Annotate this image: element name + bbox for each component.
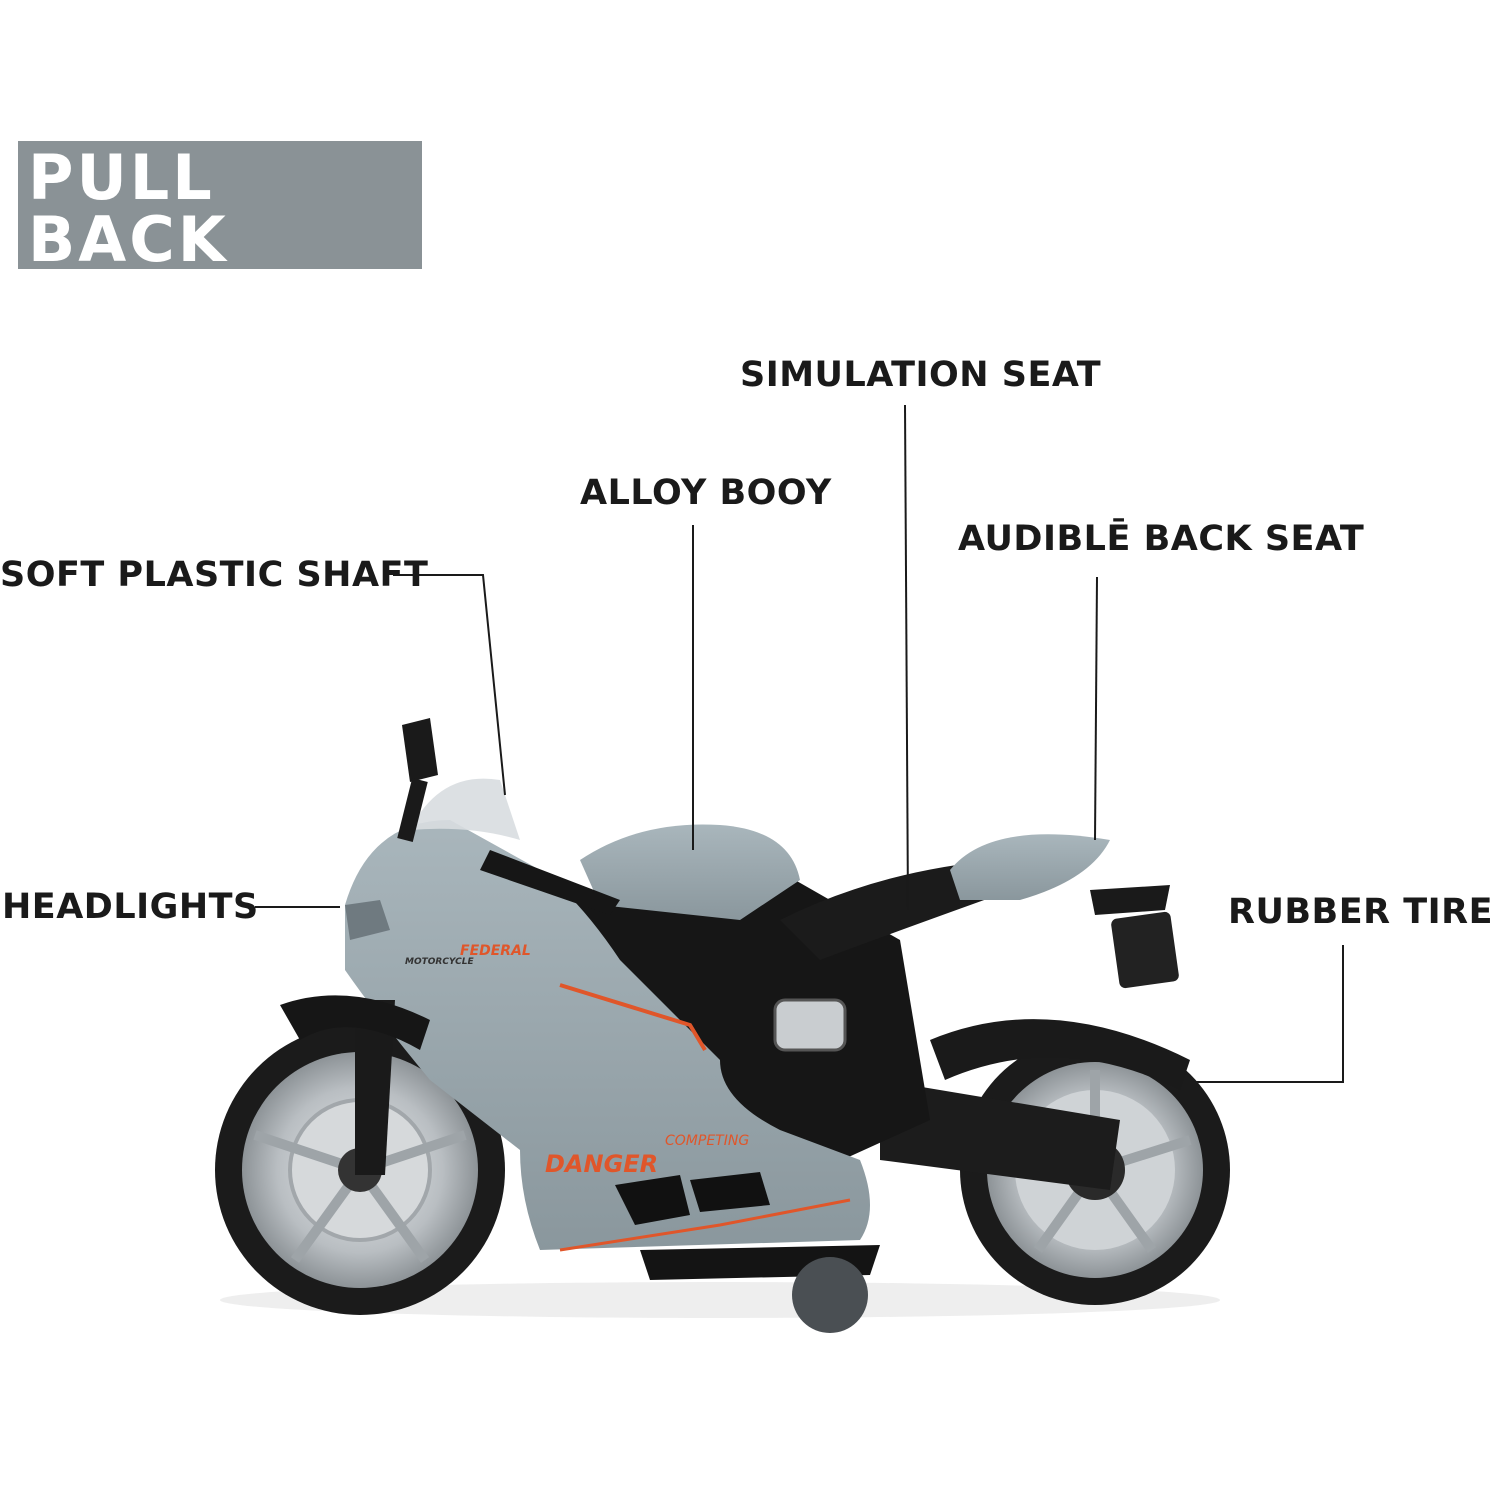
exhaust [773, 998, 847, 1052]
callout-simulation-seat: SIMULATION SEAT [740, 355, 1102, 395]
handlebar [480, 850, 620, 915]
title-line-2: MOTORCYCLE [28, 271, 430, 329]
swingarm [880, 1080, 1120, 1190]
fairing-vent [690, 1172, 770, 1212]
windscreen [410, 778, 520, 840]
mirror-stem [397, 778, 428, 842]
accent-stripe [559, 983, 707, 1052]
callout-alloy-body: ALLOY BOOY [580, 473, 832, 513]
license-plate [1111, 911, 1179, 989]
leader-soft-plastic-shaft [393, 574, 506, 796]
decal-danger: DANGER [545, 1150, 658, 1178]
tail-bracket [1090, 885, 1170, 915]
decal-model: MOTORCYCLE [405, 957, 474, 967]
decal-competing: COMPETING [665, 1133, 749, 1149]
callout-audible-back-seat: AUDIBLĒ BACK SEAT [958, 519, 1365, 559]
title-badge: PULL BACK MOTORCYCLE [18, 141, 427, 325]
leader-audible-back-seat [1094, 576, 1098, 841]
front-fork [355, 1000, 395, 1175]
callout-rubber-tires: RUBBER TIRES [1228, 892, 1490, 932]
leader-rubber-tires [1195, 945, 1344, 1083]
callout-soft-plastic-shaft: SOFT PLASTIC SHAFT [0, 555, 429, 595]
mirror [402, 718, 438, 782]
rear-fender [930, 1019, 1190, 1090]
leader-simulation-seat [904, 404, 909, 911]
callout-headlights: HEADLIGHTS [2, 887, 259, 927]
pullback-wheel [792, 1257, 868, 1333]
rear-cowl [950, 834, 1110, 900]
main-fairing [345, 820, 870, 1250]
callout-leaders [255, 404, 1344, 1083]
front-fender [280, 995, 430, 1050]
fuel-tank [580, 824, 800, 920]
ground-shadow [220, 1282, 1220, 1318]
headlight [345, 900, 390, 940]
accent-stripe [559, 1198, 851, 1252]
decal-brand: FEDERAL [460, 943, 531, 959]
fairing-vent [615, 1175, 690, 1225]
title-line-1: PULL BACK [28, 141, 229, 276]
